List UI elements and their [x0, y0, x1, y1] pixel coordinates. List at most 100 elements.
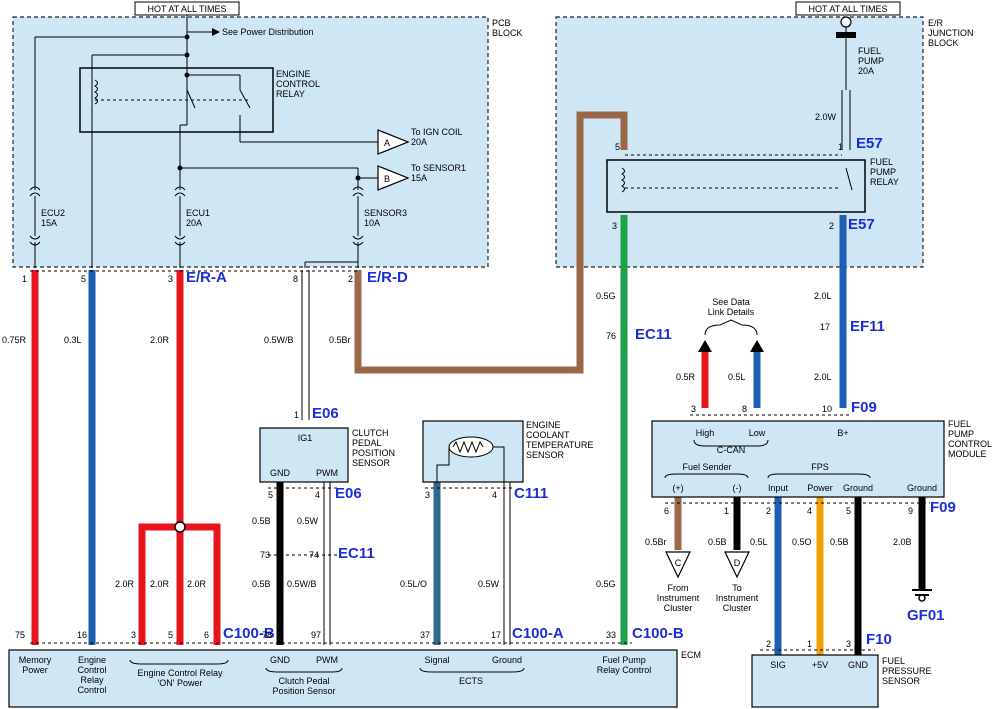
pcb-label-2: BLOCK [492, 28, 523, 38]
main-wires [31, 111, 926, 655]
fuel-pump-control-module [651, 420, 945, 498]
connector-f09-top: F09 [851, 399, 877, 416]
pin-c37: 37 [420, 630, 430, 640]
pin-f09-3: 3 [691, 404, 696, 414]
tri-c: C [675, 558, 682, 568]
ecr-label-3: RELAY [276, 89, 305, 99]
pin-f09-1: 1 [724, 506, 729, 516]
thermistor-icon [448, 436, 494, 458]
pin-era-1: 1 [22, 274, 27, 284]
fps-l3: SENSOR [882, 676, 921, 686]
er-junction-block [555, 16, 924, 268]
fpcm-ground-1: Ground [843, 483, 873, 493]
from-cluster-l1: From [668, 583, 689, 593]
pin-f09-9: 9 [908, 506, 913, 516]
ecm-signal: Signal [424, 655, 449, 665]
pin-c6: 6 [204, 630, 209, 640]
connector-e06-top: E06 [312, 405, 339, 422]
fps-l1: FUEL [882, 656, 905, 666]
fps-5v: +5V [812, 660, 828, 670]
fpcm-fuel-sender: Fuel Sender [682, 462, 731, 472]
wire-2-0r-c: 2.0R [187, 579, 207, 589]
wire-0-5g-1: 0.5G [596, 291, 616, 301]
engine-control-relay [79, 67, 274, 133]
can-low-arrow-icon [750, 340, 764, 352]
ecm-gnd: GND [270, 655, 291, 665]
ecm-ects: ECTS [459, 676, 483, 686]
clutch-gnd: GND [270, 468, 291, 478]
er-fuse-l1: FUEL [858, 46, 881, 56]
fpcm-plus: (+) [672, 483, 683, 493]
hot-label-right: HOT AT ALL TIMES [808, 4, 887, 14]
connector-ec11-left: EC11 [338, 545, 375, 562]
fps-l2: PRESSURE [882, 666, 932, 676]
to-sensor-label-2: 15A [411, 173, 427, 183]
fpcm-bplus: B+ [837, 428, 848, 438]
connector-c111: C111 [514, 485, 548, 502]
er-fuse-l2: PUMP [858, 56, 884, 66]
connector-ec11-right: EC11 [635, 326, 672, 343]
wire-0-5lo: 0.5L/O [400, 579, 427, 589]
pin-f09-4: 4 [807, 506, 812, 516]
pin-c78: 78 [262, 630, 272, 640]
to-cluster-l1: To [732, 583, 742, 593]
ecm-cpps-l2: Position Sensor [272, 686, 335, 696]
fpcm-power: Power [807, 483, 833, 493]
fuel-pump-relay [606, 159, 866, 213]
pin-ec11-76: 76 [606, 331, 616, 341]
fuse-ecu1-name: ECU1 [186, 208, 210, 218]
pin-f09-5: 5 [846, 506, 851, 516]
see-data-l1: See Data [712, 297, 750, 307]
pin-c5: 5 [168, 630, 173, 640]
wire-2-0r-a: 2.0R [115, 579, 135, 589]
fpcm-l3: CONTROL [948, 439, 992, 449]
ecm-ecr-l2: Control [77, 665, 106, 675]
ecm-pwm: PWM [316, 655, 338, 665]
see-data-l2: Link Details [708, 307, 755, 317]
pin-c33: 33 [606, 630, 616, 640]
ecm-ecr-l4: Control [77, 685, 106, 695]
to-cluster-triangle [724, 551, 750, 579]
wire-0-5w-2: 0.5W [478, 579, 500, 589]
relay-switch2-icon [239, 89, 251, 109]
connector-e06-bottom: E06 [335, 485, 362, 502]
ecm-ground: Ground [492, 655, 522, 665]
pin-f10-1: 1 [807, 639, 812, 649]
wire-2-0l-1: 2.0L [814, 291, 832, 301]
connector-e57-bottom: E57 [848, 216, 875, 233]
wire-0-5br-2: 0.5Br [645, 537, 667, 547]
ground-gf01-icon [912, 589, 932, 602]
ecr-label-1: ENGINE [276, 69, 311, 79]
pin-ef11-17: 17 [820, 322, 830, 332]
er-pin2: 2 [829, 221, 834, 231]
er-pin1: 1 [838, 142, 843, 152]
fp-relay-l1: FUEL [870, 157, 893, 167]
clutch-l4: SENSOR [352, 458, 391, 468]
ecm-memory-l1: Memory [19, 655, 52, 665]
connector-c100a: C100-A [512, 625, 564, 642]
pin-era-3: 3 [168, 274, 173, 284]
clutch-l1: CLUTCH [352, 428, 389, 438]
er-pin3: 3 [612, 221, 617, 231]
wire-0-5br: 0.5Br [329, 335, 351, 345]
to-cluster-l2: Instrument [716, 593, 759, 603]
er-fuse-l3: 20A [858, 66, 874, 76]
wire-0-5wb-2: 0.5W/B [287, 579, 317, 589]
connector-e57-top: E57 [856, 135, 883, 152]
fpcm-l4: MODULE [948, 449, 987, 459]
fpcm-input: Input [768, 483, 789, 493]
connector-ef11: EF11 [850, 318, 885, 335]
connector-f09-bottom: F09 [930, 499, 956, 516]
to-sensor-label-1: To SENSOR1 [411, 163, 466, 173]
wire-0-5l-2: 0.5L [750, 537, 768, 547]
wire-0-5g-2: 0.5G [596, 579, 616, 589]
pcb-label-1: PCB [492, 18, 511, 28]
hot-label-left: HOT AT ALL TIMES [147, 4, 226, 14]
from-cluster-triangle [665, 551, 691, 579]
splice-point [174, 521, 186, 533]
clutch-ig1: IG1 [298, 433, 313, 443]
battery-terminal-icon [840, 16, 852, 28]
can-high-arrow-icon [698, 340, 712, 352]
pin-c17: 17 [491, 630, 501, 640]
